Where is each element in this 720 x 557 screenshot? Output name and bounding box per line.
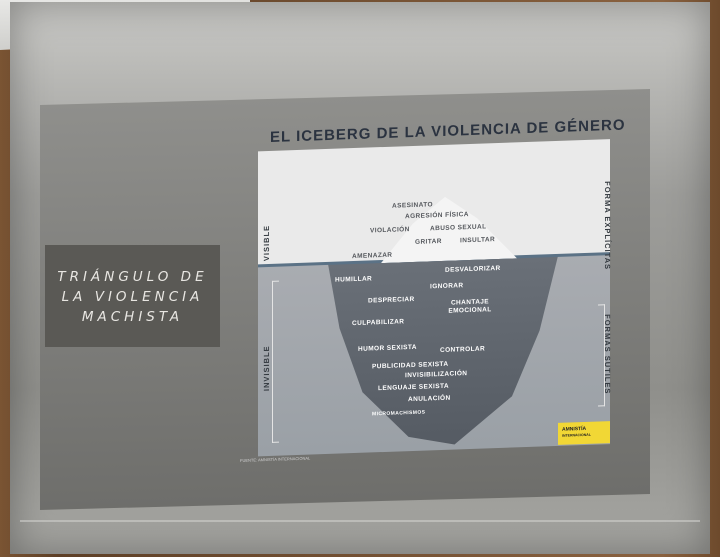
label-chantaje-emocional: CHANTAJE EMOCIONAL xyxy=(448,298,492,315)
label-amenazar: AMENAZAR xyxy=(352,251,393,261)
side-title-line-2: LA VIOLENCIA xyxy=(61,289,204,305)
side-title-line-1: TRIÁNGULO DE xyxy=(57,269,208,285)
slide-source: FUENTE: AMNISTÍA INTERNACIONAL xyxy=(240,455,311,463)
label-humillar: HUMILLAR xyxy=(335,275,373,284)
label-ignorar: IGNORAR xyxy=(430,282,464,291)
label-violacion: VIOLACIÓN xyxy=(370,226,410,235)
label-asesinato: ASESINATO xyxy=(392,201,433,210)
side-title-line-3: MACHISTA xyxy=(81,309,184,325)
invisible-bracket xyxy=(272,280,279,443)
side-title-box: TRIÁNGULO DE LA VIOLENCIA MACHISTA xyxy=(45,245,220,347)
label-anulacion: ANULACIÓN xyxy=(408,394,451,404)
projection-screen: TRIÁNGULO DE LA VIOLENCIA MACHISTA EL IC… xyxy=(10,2,710,554)
amnesty-logo: AMNISTÍA INTERNACIONAL xyxy=(558,421,610,445)
subtle-bracket xyxy=(598,304,605,407)
invisible-label: INVISIBLE xyxy=(262,345,271,392)
logo-line-2: INTERNACIONAL xyxy=(562,432,591,438)
label-gritar: GRITAR xyxy=(415,237,442,246)
iceberg-slide: EL ICEBERG DE LA VIOLENCIA DE GÉNERO VIS… xyxy=(240,98,640,464)
label-insultar: INSULTAR xyxy=(460,236,496,245)
visible-label: VISIBLE xyxy=(262,224,271,262)
explicit-forms-label: FORMA EXPLÍCITAS xyxy=(603,181,612,271)
screen-bottom-edge xyxy=(20,520,700,522)
